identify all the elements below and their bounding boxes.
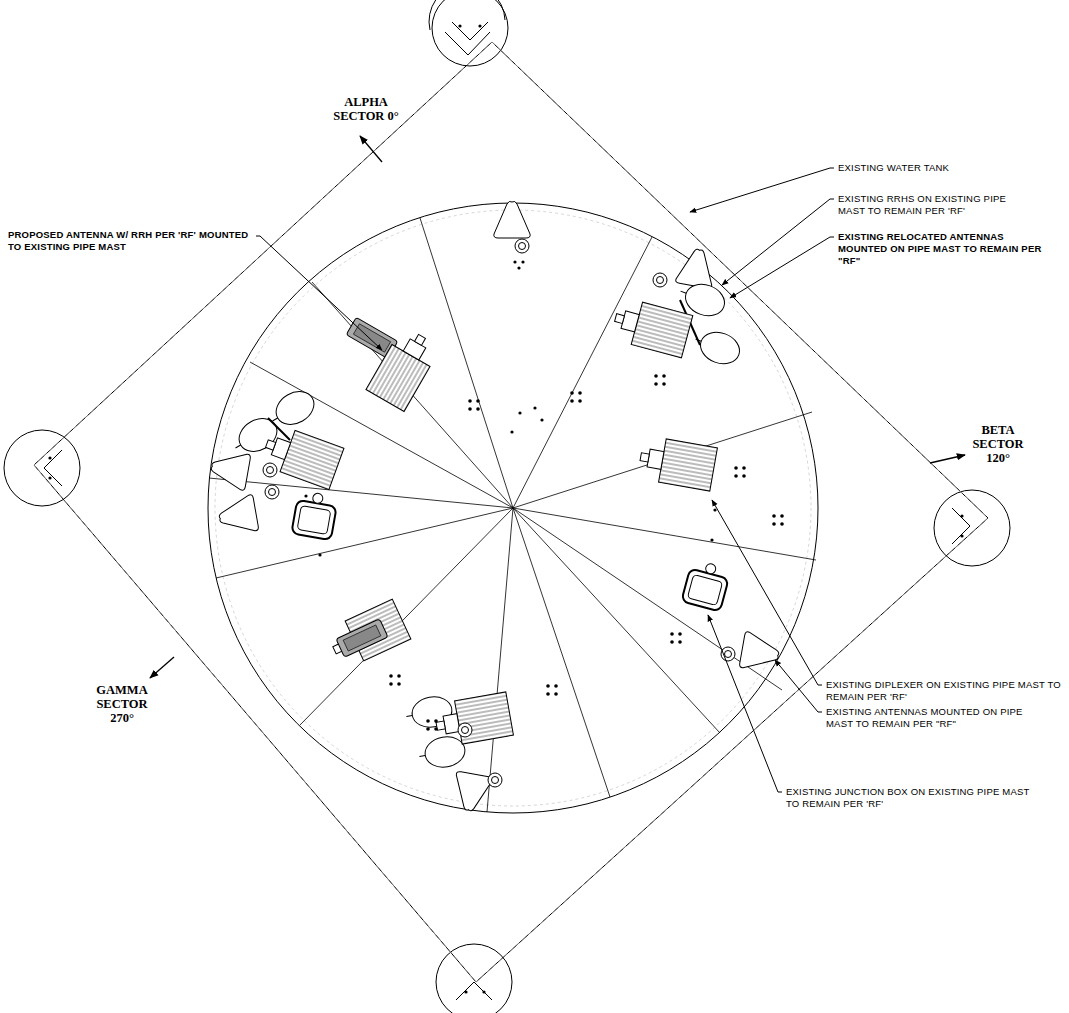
callout-note: EXISTING WATER TANK — [838, 162, 1058, 174]
callout-note: EXISTING ANTENNAS MOUNTED ON PIPE MAST T… — [826, 706, 1026, 730]
callout-note: EXISTING DIPLEXER ON EXISTING PIPE MAST … — [826, 679, 1062, 703]
callout-note: EXISTING RELOCATED ANTENNAS MOUNTED ON P… — [838, 231, 1043, 267]
sector-label: BETA SECTOR 120° — [962, 424, 1034, 465]
callout-note: EXISTING JUNCTION BOX ON EXISTING PIPE M… — [786, 786, 1038, 810]
sector-label: GAMMA SECTOR 270° — [84, 684, 160, 725]
callout-note: PROPOSED ANTENNA W/ RRH PER 'RF' MOUNTED… — [8, 229, 254, 253]
callout-note: EXISTING RRHS ON EXISTING PIPE MAST TO R… — [838, 193, 1020, 217]
sector-label: ALPHA SECTOR 0° — [330, 96, 402, 124]
